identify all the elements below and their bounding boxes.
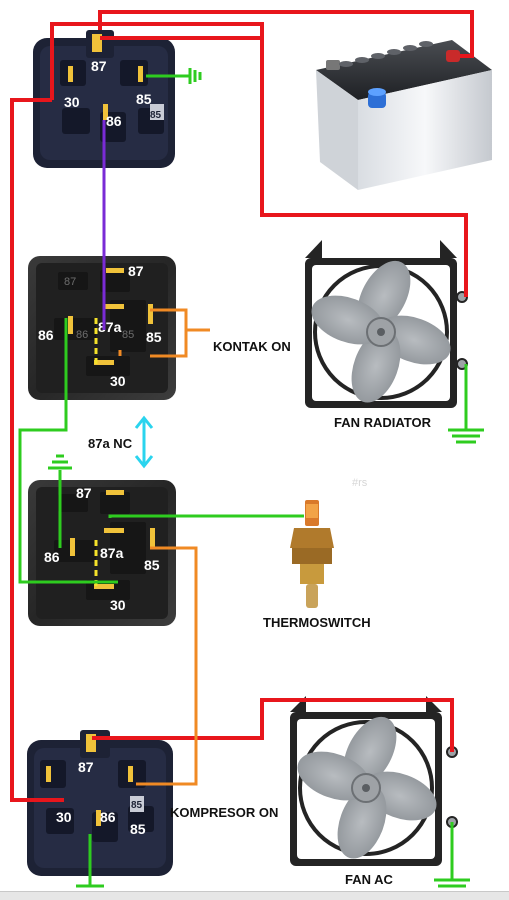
double-arrow-icon — [134, 415, 154, 469]
fan-icon — [290, 696, 458, 866]
relay-2-stamp-87: 87 — [64, 276, 76, 288]
battery-icon — [316, 40, 492, 190]
relay-2-stamp-85: 85 — [122, 329, 134, 341]
relay-1-pin-85: 85 — [136, 91, 152, 107]
relay-4-pin-85: 85 — [130, 821, 146, 837]
relay-2-pin-30: 30 — [110, 373, 126, 389]
relay-4-pin-86: 86 — [100, 809, 116, 825]
relay-3-pin-87: 87 — [76, 485, 92, 501]
relay-1-pin-85-label: 85 — [150, 110, 162, 121]
relay-2: 87 86 85 87 87a 86 85 30 — [28, 256, 176, 400]
relay-4-pin-87: 87 — [78, 759, 94, 775]
relay-2-pin-86: 86 — [38, 327, 54, 343]
relay-4-pin-30: 30 — [56, 809, 72, 825]
relay-4: 87 30 86 85 85 — [27, 730, 173, 876]
relay-2-stamp-86: 86 — [76, 329, 88, 341]
switch-wires — [118, 308, 210, 786]
relay-1: 87 30 86 85 85 — [33, 30, 175, 168]
relay-3-pin-87a: 87a — [100, 545, 124, 561]
fan-radiator-label: FAN RADIATOR — [334, 415, 432, 430]
relay-3-pin-30: 30 — [110, 597, 126, 613]
relay-2-pin-87: 87 — [128, 263, 144, 279]
relay-3: 87 87a 86 85 30 — [28, 480, 176, 626]
bottom-scrollbar[interactable] — [0, 891, 509, 900]
relay-3-pin-85: 85 — [144, 557, 160, 573]
nc-87a-label: 87a NC — [88, 436, 133, 451]
kompresor-on-label: KOMPRESOR ON — [170, 805, 278, 820]
kontak-on-label: KONTAK ON — [213, 339, 291, 354]
fan-ac-label: FAN AC — [345, 872, 394, 887]
relay-2-pin-87a: 87a — [98, 319, 122, 335]
thermoswitch-label: THERMOSWITCH — [263, 615, 371, 630]
relay-2-pin-85: 85 — [146, 329, 162, 345]
watermark: #rs — [352, 477, 368, 489]
relay-1-pin-30: 30 — [64, 94, 80, 110]
relay-1-pin-87: 87 — [91, 58, 107, 74]
relay-1-pin-86: 86 — [106, 113, 122, 129]
thermoswitch-icon — [290, 500, 334, 608]
relay-3-pin-86: 86 — [44, 549, 60, 565]
ground-wires — [18, 68, 484, 888]
relay-4-pin-85-label: 85 — [131, 800, 143, 811]
positive-wires — [10, 10, 474, 802]
fan-icon — [305, 240, 468, 408]
